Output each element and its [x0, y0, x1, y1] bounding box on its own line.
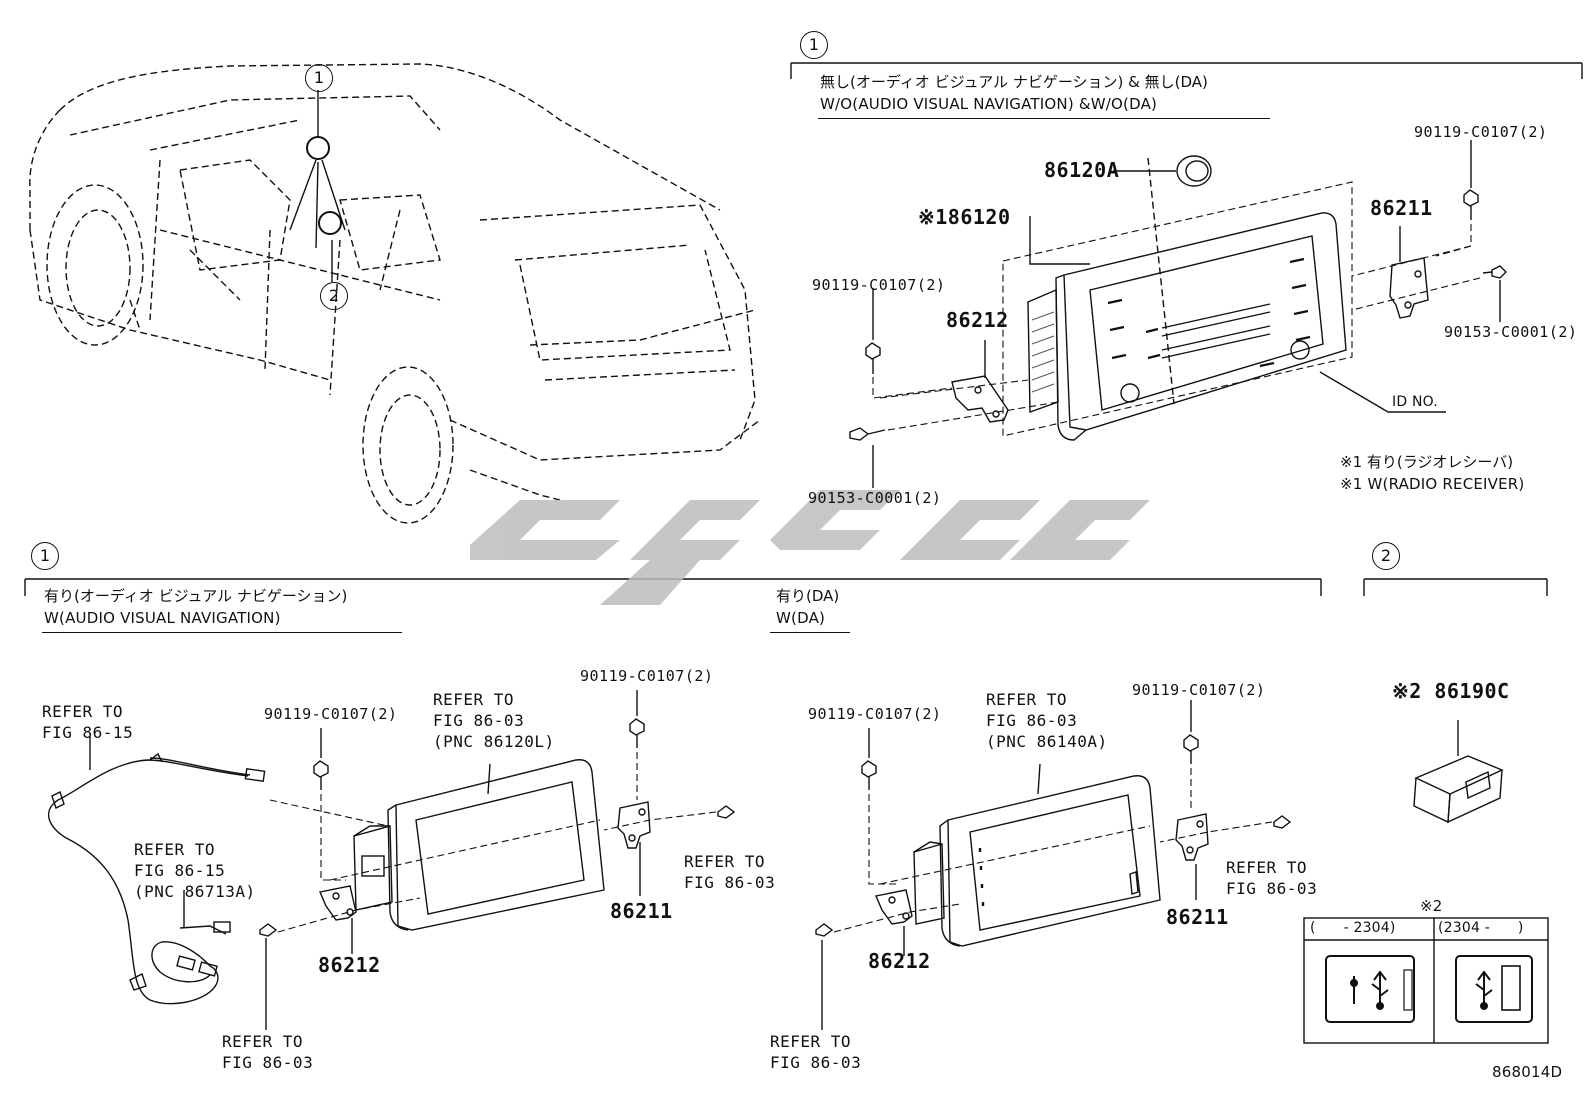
callout-1-top: 1	[800, 31, 828, 59]
note-1-en: ※1 W(RADIO RECEIVER)	[1340, 475, 1525, 493]
figure-id: 868014D	[1492, 1063, 1563, 1081]
usb-unit	[1413, 720, 1504, 824]
section-top-bracket	[790, 62, 1583, 79]
section-da-title-underline	[770, 632, 850, 633]
vehicle-illustration	[29, 63, 761, 524]
usb-table-col1-header: ( - 2304)	[1310, 920, 1396, 936]
section-da-title-en: W(DA)	[776, 609, 826, 627]
navigation-unit-left	[259, 690, 736, 1030]
vehicle-callout-leaders	[289, 90, 346, 282]
id-no-label: ID NO.	[1392, 394, 1438, 410]
part-86211-top[interactable]: 86211	[1370, 196, 1433, 220]
navigation-unit-da	[815, 700, 1292, 1030]
bolt-90119-top-left[interactable]: 90119-C0107(2)	[812, 276, 946, 294]
refer-fig-86-15-pnc-86713A[interactable]: REFER TO FIG 86-15 (PNC 86713A)	[134, 840, 256, 901]
part-86120A[interactable]: 86120A	[1044, 158, 1120, 182]
part-86190C[interactable]: ※2 86190C	[1392, 679, 1510, 703]
radio-receiver-unit	[1002, 155, 1446, 441]
screw-90153-top-right[interactable]: 90153-C0001(2)	[1444, 323, 1578, 341]
callout-2-bottom: 2	[1372, 542, 1400, 570]
usb-version-table	[1303, 917, 1549, 1044]
usb-table-col2-header: (2304 - )	[1438, 920, 1524, 936]
bolt-90119-br-right[interactable]: 90119-C0107(2)	[1132, 681, 1266, 699]
screw-90153-top-bottom[interactable]: 90153-C0001(2)	[808, 489, 942, 507]
part-86212-top[interactable]: 86212	[946, 308, 1009, 332]
part-86212-br[interactable]: 86212	[868, 949, 931, 973]
bolt-90119-br-left[interactable]: 90119-C0107(2)	[808, 705, 942, 723]
callout-2-vehicle: 2	[320, 282, 348, 310]
refer-fig-86-03-br-bottom[interactable]: REFER TO FIG 86-03	[770, 1032, 862, 1072]
refer-fig-86-03-br-right[interactable]: REFER TO FIG 86-03	[1226, 858, 1318, 898]
section-top-title-en: W/O(AUDIO VISUAL NAVIGATION) &W/O(DA)	[820, 95, 1158, 113]
refer-fig-86-15-antenna[interactable]: REFER TO FIG 86-15	[42, 702, 134, 742]
part-86211-br[interactable]: 86211	[1166, 905, 1229, 929]
section-top-title-jp: 無し(オーディオ ビジュアル ナビゲーション) & 無し(DA)	[820, 73, 1208, 91]
bolt-90119-bl-left[interactable]: 90119-C0107(2)	[264, 705, 398, 723]
refer-pnc-86120L[interactable]: REFER TO FIG 86-03 (PNC 86120L)	[433, 690, 555, 751]
watermark-logo	[470, 490, 1150, 605]
part-86211-bl[interactable]: 86211	[610, 899, 673, 923]
note-2-mark: ※2	[1420, 897, 1443, 915]
callout-1-vehicle: 1	[305, 64, 333, 92]
refer-pnc-86140A[interactable]: REFER TO FIG 86-03 (PNC 86140A)	[986, 690, 1108, 751]
top-brackets	[849, 140, 1507, 488]
section-bottom-title-en: W(AUDIO VISUAL NAVIGATION)	[44, 609, 281, 627]
note-1-jp: ※1 有り(ラジオレシーバ)	[1340, 453, 1514, 471]
part-86212-bl[interactable]: 86212	[318, 953, 381, 977]
section-top-title-underline	[818, 118, 1270, 119]
bolt-90119-top-right[interactable]: 90119-C0107(2)	[1414, 123, 1548, 141]
refer-fig-86-03-bl-bottom[interactable]: REFER TO FIG 86-03	[222, 1032, 314, 1072]
bolt-90119-bl-right[interactable]: 90119-C0107(2)	[580, 667, 714, 685]
part-86120[interactable]: ※186120	[918, 205, 1011, 229]
antenna-cable	[47, 736, 266, 1005]
section-bottom-title-underline	[42, 632, 402, 633]
section-da-title-jp: 有り(DA)	[776, 587, 840, 605]
refer-fig-86-03-bl-right[interactable]: REFER TO FIG 86-03	[684, 852, 776, 892]
section-bottom-title-jp: 有り(オーディオ ビジュアル ナビゲーション)	[44, 587, 348, 605]
callout-1-bottom: 1	[31, 542, 59, 570]
